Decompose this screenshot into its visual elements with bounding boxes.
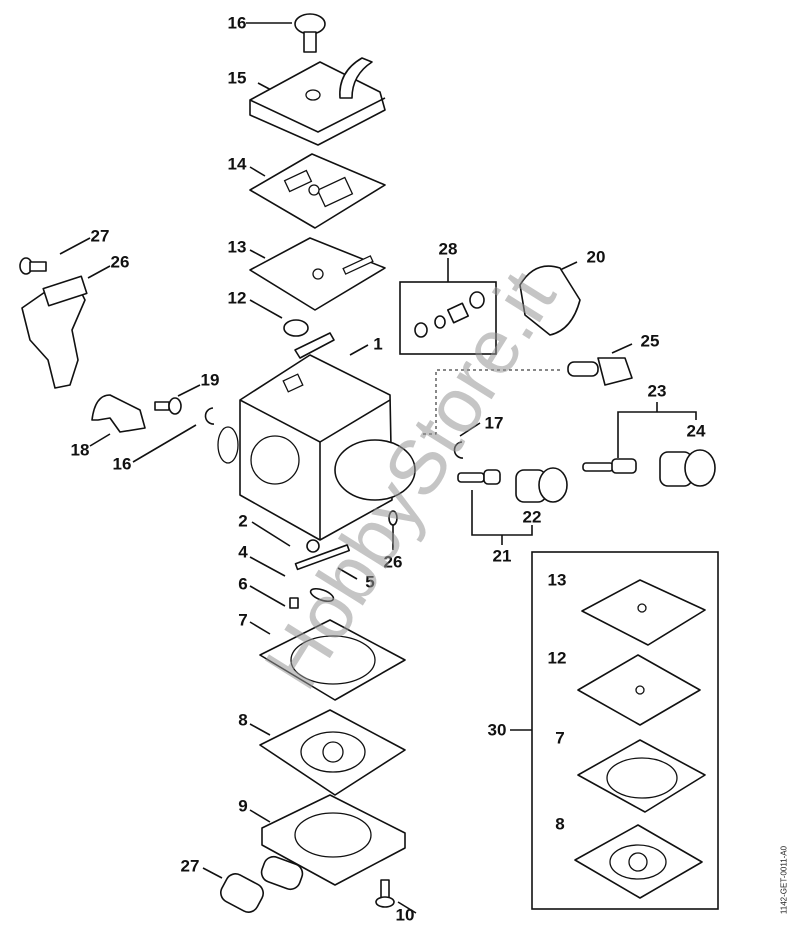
kit-callout-12: 12 [547,648,567,668]
kit-gasket-icon [577,739,706,813]
carburetor-body-icon [217,332,416,541]
callout-27: 26 [110,252,130,272]
lever-icon [21,275,88,389]
pin-icon [388,510,398,526]
callout-5: 5 [365,572,375,592]
callout-9: 9 [238,796,248,816]
callout-11: 12 [227,288,247,308]
callout-29: 28 [438,239,458,259]
callout-16-right: 17 [484,413,504,433]
document-id: 1142-GET-0011-A0 [779,845,789,915]
kit-diaphragm-icon [574,824,703,899]
kit-box-29 [399,281,497,355]
callout-16-left: 16 [112,454,132,474]
repair-kit-icon [414,291,485,338]
gasket-icon [249,153,386,229]
callout-22: 23 [647,381,667,401]
screw-icon [154,397,182,415]
callout-19: 20 [586,247,606,267]
kit-callout-8: 8 [555,814,565,834]
circlip-icon [453,441,464,459]
callout-13: 14 [227,154,247,174]
circlip-icon [204,407,215,425]
callout-28: 27 [90,226,110,246]
lever-icon [91,394,146,433]
callout-12: 13 [227,237,247,257]
callout-23: 24 [686,421,706,441]
callout-17: 18 [70,440,90,460]
limiter-cap-icon [519,265,581,336]
kit-gasket-icon [581,579,706,646]
cover-icon [249,57,386,146]
leader-lines [59,22,697,914]
screw-icon [19,257,47,275]
callout-6: 6 [238,574,248,594]
callout-30: 30 [487,720,507,740]
diaphragm-icon [259,709,406,796]
gasket-icon [259,619,406,701]
limiter-cap-icon [659,449,716,487]
adjusting-screw-icon [582,458,637,474]
callout-8: 8 [238,710,248,730]
diaphragm-icon [249,237,386,311]
kit-box-30 [531,551,719,910]
callout-21: 22 [522,507,542,527]
kit-diaphragm-icon [577,654,701,726]
callout-26: 27 [180,856,200,876]
callout-2: 2 [238,511,248,531]
end-cover-icon [260,794,406,891]
callout-1: 1 [373,334,383,354]
callout-18: 19 [200,370,220,390]
seal-icon [220,873,264,913]
kit-callout-13: 13 [547,570,567,590]
strainer-icon [283,319,309,337]
callout-24: 25 [640,331,660,351]
small-parts-icon [289,539,351,609]
adjusting-screw-icon [567,357,633,386]
callout-20: 21 [492,546,512,566]
callout-10: 10 [395,905,415,925]
screw-icon [294,13,326,53]
callout-4: 4 [238,542,248,562]
kit-callout-7: 7 [555,728,565,748]
callout-7: 7 [238,610,248,630]
screw-icon [375,879,395,908]
callout-14: 15 [227,68,247,88]
adjusting-screw-icon [457,469,501,485]
limiter-cap-icon [515,467,568,503]
callout-25: 26 [383,552,403,572]
callout-15: 16 [227,13,247,33]
